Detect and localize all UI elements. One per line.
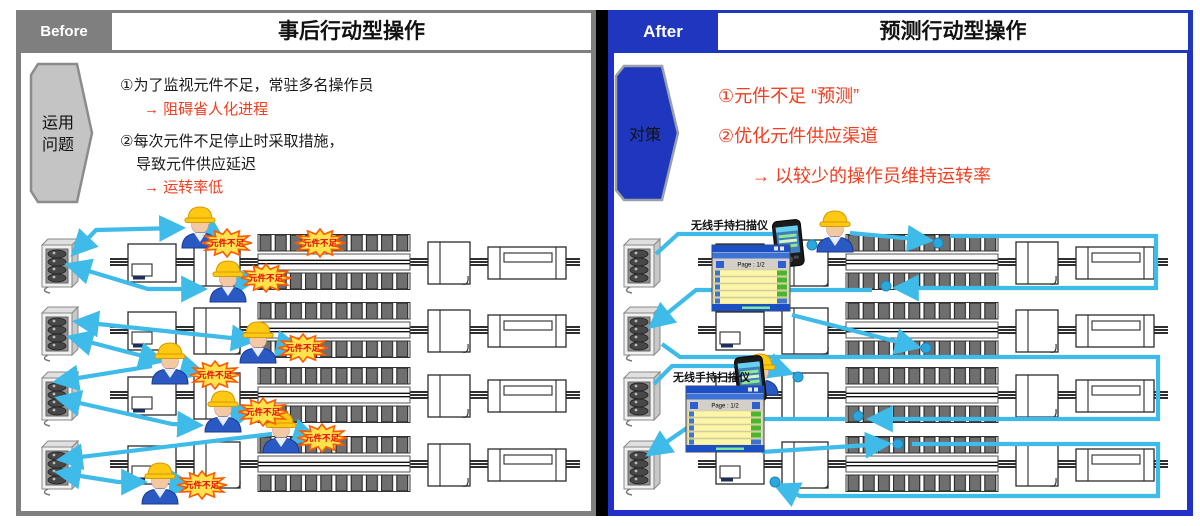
before-badge: Before xyxy=(40,23,88,40)
panel-divider xyxy=(596,10,608,516)
after-point-1: ①元件不足 “预测” xyxy=(718,86,860,106)
after-result: → 以较少的操作员维持运转率 xyxy=(752,166,991,186)
before-point-1: ①为了监视元件不足，常驻多名操作员 xyxy=(120,77,374,94)
before-title: 事后行动型操作 xyxy=(112,13,591,50)
before-point-2-result: → 运转率低 xyxy=(144,179,224,196)
before-point-1-result: → 阻碍省人化进程 xyxy=(144,101,269,118)
before-point-2-cont: 导致元件供应延迟 xyxy=(136,156,257,173)
after-title: 预测行动型操作 xyxy=(718,13,1188,50)
before-point-2: ②每次元件不足停止时采取措施， xyxy=(120,133,344,150)
after-badge: After xyxy=(643,22,683,41)
after-point-2: ②优化元件供应渠道 xyxy=(718,126,879,146)
after-panel xyxy=(608,10,1193,516)
